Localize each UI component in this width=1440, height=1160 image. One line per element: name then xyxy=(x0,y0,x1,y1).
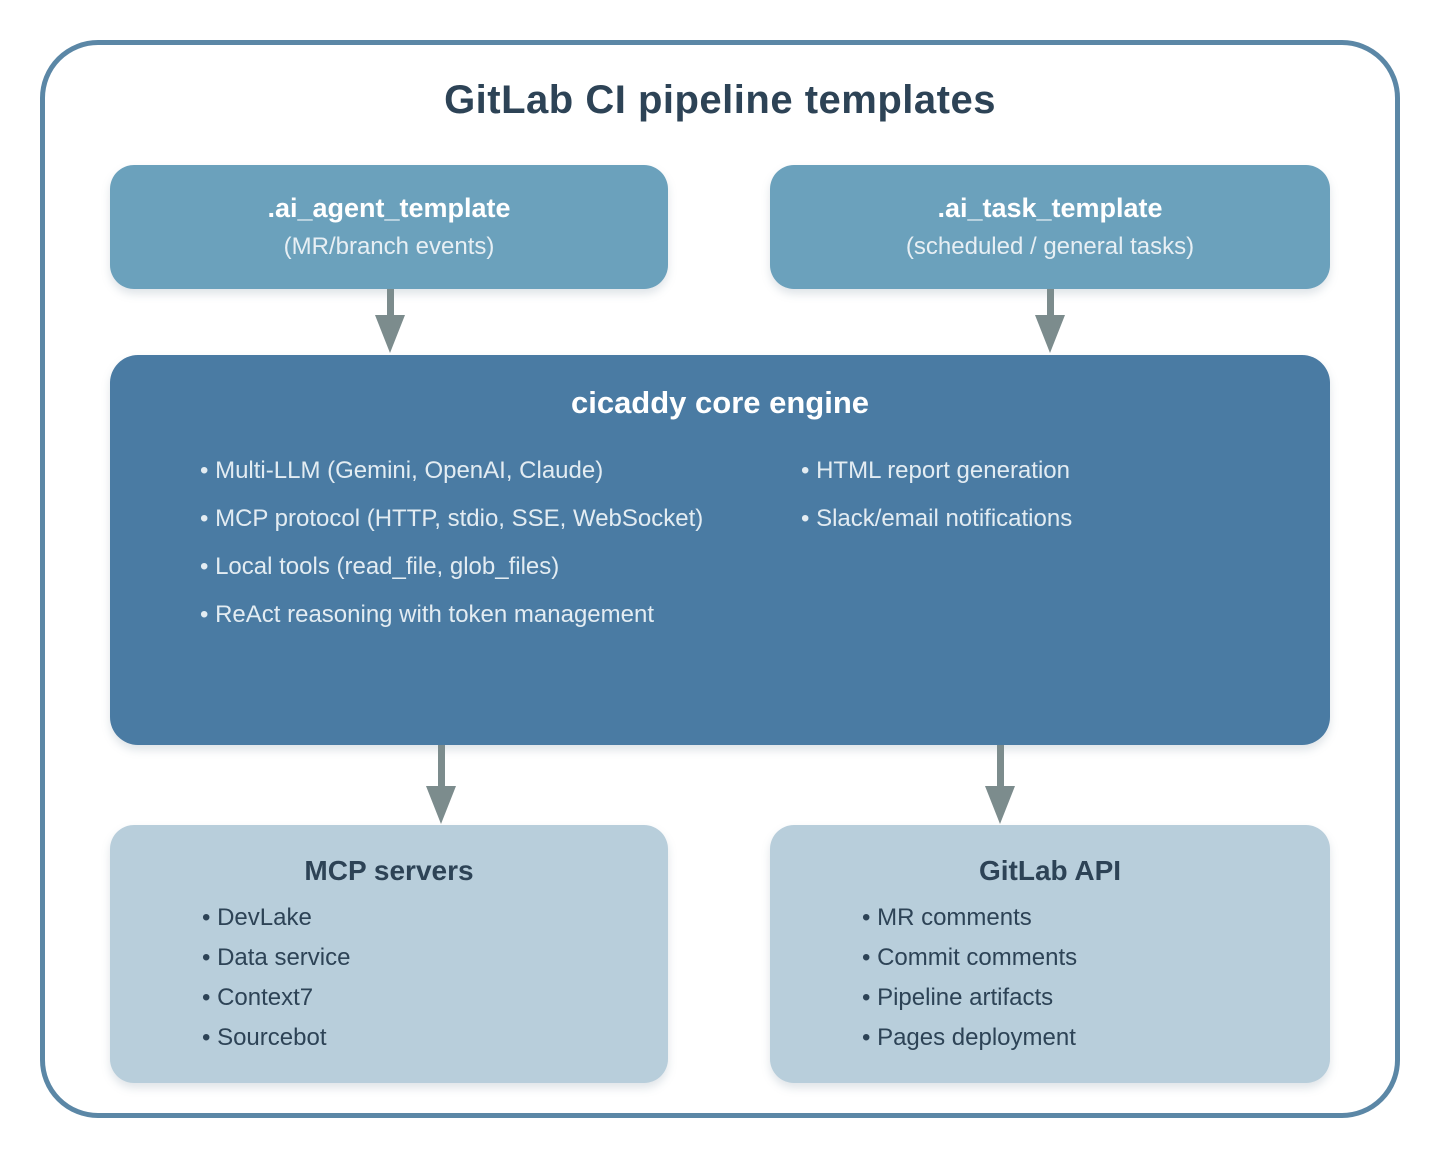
node-title: .ai_agent_template xyxy=(267,193,511,223)
core-feature-column-right: HTML report generationSlack/email notifi… xyxy=(801,457,1330,649)
node-ai-task-template: .ai_task_template (scheduled / general t… xyxy=(770,165,1330,289)
list-item: Context7 xyxy=(202,978,668,1018)
list-item: MCP protocol (HTTP, stdio, SSE, WebSocke… xyxy=(200,505,801,533)
arrow-head-icon xyxy=(1035,315,1065,353)
list-item: Pages deployment xyxy=(862,1018,1330,1058)
node-ai-agent-template: .ai_agent_template (MR/branch events) xyxy=(110,165,668,289)
list-item: MR comments xyxy=(862,898,1330,938)
core-feature-column-left: Multi-LLM (Gemini, OpenAI, Claude) MCP pr… xyxy=(200,457,801,649)
arrow-core-to-mcp xyxy=(426,745,456,824)
arrow-head-icon xyxy=(426,786,456,824)
arrow-head-icon xyxy=(375,315,405,353)
node-title: GitLab API xyxy=(978,855,1122,886)
list-item: ReAct reasoning with token management xyxy=(200,601,801,629)
core-title: cicaddy core engine xyxy=(570,385,870,420)
arrow-head-icon xyxy=(985,786,1015,824)
node-mcp-servers: MCP servers DevLakeData serviceContext7S… xyxy=(110,825,668,1083)
node-gitlab-api: GitLab API MR commentsCommit commentsPip… xyxy=(770,825,1330,1083)
mcp-server-list: DevLakeData serviceContext7Sourcebot xyxy=(202,898,668,1058)
arrow-stem xyxy=(1046,289,1054,315)
gitlab-api-list: MR commentsCommit commentsPipeline artif… xyxy=(862,898,1330,1058)
arrow-stem xyxy=(996,745,1004,786)
list-item: HTML report generation xyxy=(801,457,1330,485)
arrow-agent-to-core xyxy=(375,289,405,353)
core-feature-list-left: Multi-LLM (Gemini, OpenAI, Claude) MCP pr… xyxy=(200,457,801,629)
node-subtitle: (scheduled / general tasks) xyxy=(905,233,1195,260)
core-feature-columns: Multi-LLM (Gemini, OpenAI, Claude) MCP pr… xyxy=(200,457,1330,649)
node-cicaddy-core-engine: cicaddy core engine Multi-LLM (Gemini, O… xyxy=(110,355,1330,745)
node-title: MCP servers xyxy=(304,855,474,886)
arrow-core-to-gitlab xyxy=(985,745,1015,824)
list-item: Commit comments xyxy=(862,938,1330,978)
list-item: Local tools (read_file, glob_files) xyxy=(200,553,801,581)
list-item: Data service xyxy=(202,938,668,978)
page-title: GitLab CI pipeline templates xyxy=(444,78,996,122)
list-item: Pipeline artifacts xyxy=(862,978,1330,1018)
arrow-task-to-core xyxy=(1035,289,1065,353)
list-item: DevLake xyxy=(202,898,668,938)
arrow-stem xyxy=(437,745,445,786)
list-item: Sourcebot xyxy=(202,1018,668,1058)
arrow-stem xyxy=(386,289,394,315)
node-title: .ai_task_template xyxy=(937,193,1163,223)
list-item: Multi-LLM (Gemini, OpenAI, Claude) xyxy=(200,457,801,485)
core-feature-list-right: HTML report generationSlack/email notifi… xyxy=(801,457,1330,533)
list-item: Slack/email notifications xyxy=(801,505,1330,533)
node-subtitle: (MR/branch events) xyxy=(283,233,495,260)
